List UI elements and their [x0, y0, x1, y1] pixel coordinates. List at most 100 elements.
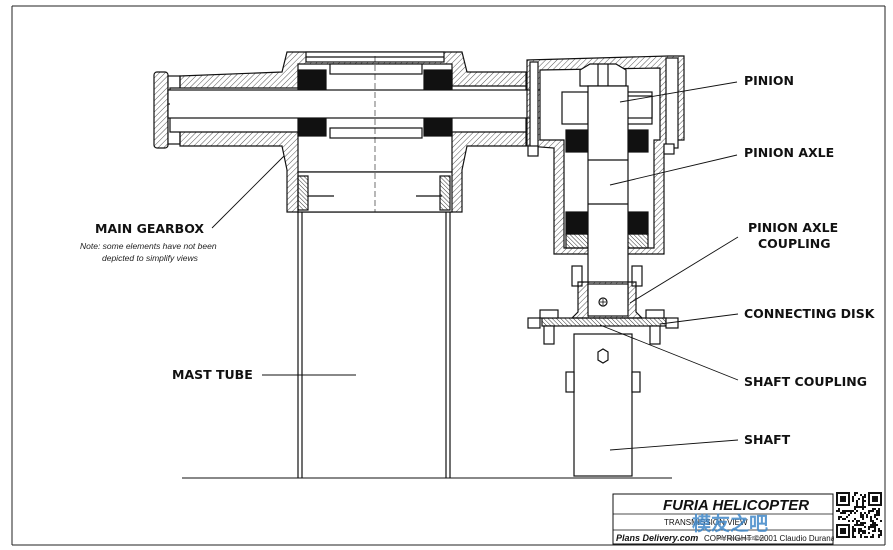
- qr-module: [836, 510, 838, 512]
- qr-module: [856, 500, 858, 502]
- qr-module: [862, 498, 864, 500]
- sheet-frame: [11, 5, 886, 546]
- qr-module: [852, 498, 854, 500]
- qr-module: [852, 510, 854, 512]
- qr-module: [868, 510, 870, 512]
- qr-module: [872, 520, 874, 522]
- qr-module: [878, 528, 880, 530]
- qr-module: [878, 512, 880, 514]
- qr-module: [842, 510, 844, 512]
- label-pinion-axle-coupling-line2: COUPLING: [758, 236, 830, 251]
- qr-module: [862, 522, 864, 524]
- qr-module: [852, 534, 854, 536]
- qr-module: [868, 528, 870, 530]
- qr-module: [880, 530, 882, 532]
- qr-module: [838, 510, 840, 512]
- qr-module: [854, 512, 856, 514]
- mast-tube: [297, 212, 451, 478]
- title-block-brand: FURIA HELICOPTER: [663, 497, 809, 514]
- label-mast-tube: MAST TUBE: [172, 367, 253, 382]
- qr-module: [856, 522, 858, 524]
- qr-module: [870, 536, 872, 538]
- qr-module: [876, 512, 878, 514]
- qr-module: [840, 512, 842, 514]
- qr-module: [854, 536, 856, 538]
- qr-module: [864, 512, 866, 514]
- qr-module: [852, 532, 854, 534]
- qr-module: [874, 526, 876, 528]
- qr-module: [864, 506, 866, 508]
- qr-module: [878, 514, 880, 516]
- main-gearbox: [153, 51, 571, 213]
- qr-module: [866, 514, 868, 516]
- qr-module: [858, 506, 860, 508]
- qr-module: [854, 506, 856, 508]
- qr-module: [864, 494, 866, 496]
- qr-module: [844, 512, 846, 514]
- qr-module: [852, 520, 854, 522]
- qr-module: [864, 532, 866, 534]
- qr-module: [860, 536, 862, 538]
- qr-module: [880, 534, 882, 536]
- qr-module: [876, 518, 878, 520]
- title-block-subtitle: TRANSMISSION VIEW: [664, 518, 748, 527]
- qr-module: [848, 520, 850, 522]
- qr-module: [880, 532, 882, 534]
- drive-shaft: [565, 333, 641, 477]
- qr-module: [862, 530, 864, 532]
- qr-module: [852, 496, 854, 498]
- qr-module: [860, 528, 862, 530]
- qr-module: [858, 524, 860, 526]
- qr-module: [852, 500, 854, 502]
- note-line1: Note: some elements have not been: [80, 241, 217, 251]
- qr-module: [864, 500, 866, 502]
- qr-module: [868, 532, 870, 534]
- qr-module: [860, 522, 862, 524]
- qr-module: [864, 526, 866, 528]
- qr-module: [860, 506, 862, 508]
- qr-module: [854, 508, 856, 510]
- label-shaft: SHAFT: [744, 432, 791, 447]
- qr-module: [864, 522, 866, 524]
- label-pinion-axle: PINION AXLE: [744, 145, 834, 160]
- qr-module: [854, 518, 856, 520]
- qr-module: [860, 514, 862, 516]
- label-shaft-coupling: SHAFT COUPLING: [744, 374, 867, 389]
- connecting-disk: [527, 309, 679, 345]
- qr-module: [858, 532, 860, 534]
- label-pinion: PINION: [744, 73, 794, 88]
- qr-module: [838, 508, 840, 510]
- qr-module: [860, 516, 862, 518]
- qr-module: [876, 524, 878, 526]
- qr-module: [870, 524, 872, 526]
- qr-module: [838, 516, 840, 518]
- qr-module: [876, 514, 878, 516]
- label-pinion-axle-coupling-line1: PINION AXLE: [748, 220, 838, 235]
- label-connecting-disk: CONNECTING DISK: [744, 306, 876, 321]
- qr-module: [866, 536, 868, 538]
- qr-module: [850, 510, 852, 512]
- qr-module: [842, 512, 844, 514]
- qr-module: [870, 516, 872, 518]
- pinion-housing: [526, 55, 685, 303]
- qr-module: [870, 520, 872, 522]
- qr-module: [856, 506, 858, 508]
- qr-code-icon: [834, 490, 884, 542]
- title-block-copyright: COPYRIGHT ©2001 Claudio Durana: [704, 534, 836, 543]
- qr-module: [854, 524, 856, 526]
- qr-finder: [872, 496, 878, 502]
- qr-module: [856, 504, 858, 506]
- qr-module: [856, 524, 858, 526]
- qr-module: [878, 530, 880, 532]
- qr-module: [862, 518, 864, 520]
- qr-module: [870, 510, 872, 512]
- label-main-gearbox: MAIN GEARBOX: [95, 221, 204, 236]
- qr-module: [844, 518, 846, 520]
- qr-module: [864, 530, 866, 532]
- qr-module: [864, 496, 866, 498]
- qr-module: [850, 512, 852, 514]
- qr-module: [878, 510, 880, 512]
- leader-lines: [211, 81, 739, 451]
- qr-module: [852, 528, 854, 530]
